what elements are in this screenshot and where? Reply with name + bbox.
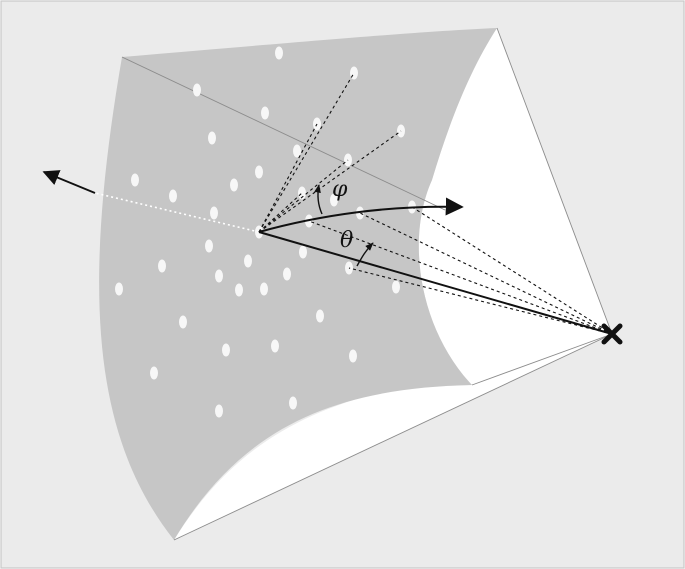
surface-dots [115,46,416,418]
dot [299,245,307,259]
ray-dashed [258,123,318,233]
theta-arc [356,242,374,267]
dot [115,282,123,296]
dot [215,269,223,283]
ray-dashed [258,130,402,233]
dot [210,206,218,220]
ray-dashed [258,72,355,233]
dot [193,83,201,97]
normal-arrow [42,170,96,194]
dot [261,106,269,120]
guide-line-bottom [173,333,613,541]
dot [208,131,216,145]
guide-line-middle [471,333,613,386]
dot [169,189,177,203]
ray-dashed [359,212,613,335]
ray-dashed [258,159,349,233]
guide-line-diagonal [121,56,446,211]
projection-guides [121,27,613,541]
dot [150,366,158,380]
dot [222,343,230,357]
source-line [258,231,613,335]
dot [330,193,338,207]
dot [230,178,238,192]
rays-from-source [308,206,613,335]
curved-surface [99,28,498,540]
dot [350,66,358,80]
dot [283,267,291,281]
dot [356,206,364,220]
normal-dotted-segment [94,192,260,233]
theta-label: θ [340,228,353,253]
guide-line-top [496,27,613,335]
dot [271,339,279,353]
dot [293,144,301,158]
dot [131,173,139,187]
cutout-region [174,28,612,540]
dot [215,404,223,418]
dot [244,254,252,268]
dot [205,239,213,253]
phi-label: φ [332,177,348,202]
dot [235,283,243,297]
ray-dashed [258,192,303,233]
dot [298,186,306,200]
rays-to-dots [258,72,402,233]
phi-arc [314,184,323,215]
dot [260,282,268,296]
dot [275,46,283,60]
dot [179,315,187,329]
dot [392,280,400,294]
cross-icon [601,323,623,345]
dot [289,396,297,410]
tangent-arrow [258,197,464,233]
dot [349,349,357,363]
dot [255,165,263,179]
dot [316,309,324,323]
dot [158,259,166,273]
